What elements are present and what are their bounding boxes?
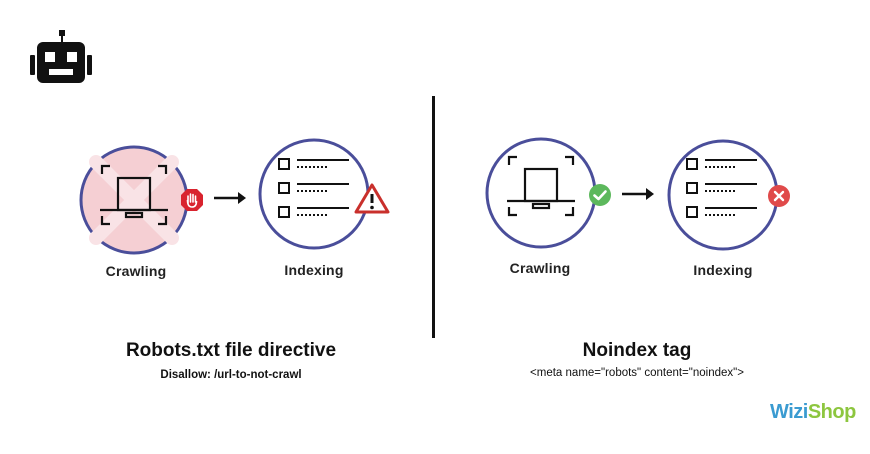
divider xyxy=(432,96,435,338)
wizishop-logo: WiziShop xyxy=(770,401,856,424)
crawling-label-right: Crawling xyxy=(509,260,571,276)
noindex-title: Noindex tag xyxy=(582,340,692,361)
brand-part-1: Wizi xyxy=(770,401,808,423)
robot-icon xyxy=(30,30,92,83)
warning-icon xyxy=(354,183,390,214)
checklist-icon xyxy=(686,158,757,218)
robots-title: Robots.txt file directive xyxy=(125,340,337,361)
robots-subtitle: Disallow: /url-to-not-crawl xyxy=(160,369,302,381)
x-circle-icon xyxy=(768,185,790,207)
arrow-right-icon xyxy=(622,188,654,200)
crawler-circle-blocked xyxy=(79,145,189,255)
stop-hand-icon xyxy=(181,189,203,211)
check-circle-icon xyxy=(589,184,611,206)
arrow-right-icon xyxy=(214,192,246,204)
crawler-icon xyxy=(100,164,168,226)
indexing-circle xyxy=(258,138,370,250)
crawling-label-left: Crawling xyxy=(105,263,167,279)
brand-part-2: Shop xyxy=(807,401,857,423)
crawler-icon xyxy=(507,155,575,217)
noindex-subtitle: <meta name="robots" content="noindex"> xyxy=(530,367,744,379)
indexing-circle-noindex xyxy=(667,139,779,251)
crawler-circle xyxy=(485,137,597,249)
indexing-label-right: Indexing xyxy=(693,262,753,278)
indexing-label-left: Indexing xyxy=(284,262,344,278)
checklist-icon xyxy=(278,158,349,218)
